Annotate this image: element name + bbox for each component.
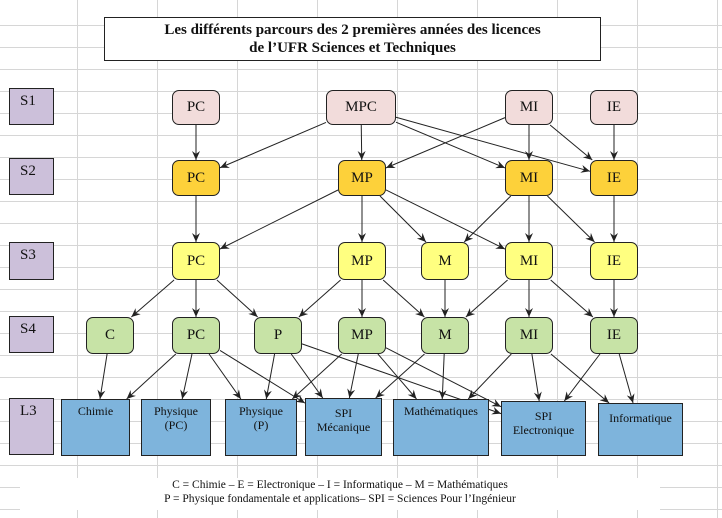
node-s1-mpc: MPC	[326, 90, 396, 125]
arrow-s2_mp-to-s3_pc	[219, 189, 339, 250]
arrow-s1_mpc-to-s2_pc	[219, 121, 327, 169]
node-s4-mi: MI	[505, 317, 553, 354]
diagram-title: Les différents parcours des 2 premières …	[104, 17, 601, 61]
node-s1-pc: PC	[172, 90, 220, 125]
licence-label-line: Electronique	[512, 423, 575, 437]
node-s4-m: M	[421, 317, 469, 354]
licence-label-line: Physique	[238, 404, 283, 418]
node-s2-mp: MP	[338, 160, 386, 196]
arrow-s4_pc-to-phys_pc	[180, 353, 193, 400]
arrow-s4_mi-to-maths	[467, 353, 512, 400]
arrow-s3_mi-to-s4_m	[465, 279, 508, 318]
node-s2-mi: MI	[505, 160, 553, 196]
node-s1-mi: MI	[505, 90, 553, 125]
arrow-s3_mp-to-s4_m	[382, 279, 425, 318]
arrow-s4_mp-to-phys_p	[291, 353, 343, 400]
title-line-2: de l’UFR Sciences et Techniques	[249, 40, 456, 56]
arrow-s2_mp-to-s3_mi	[385, 189, 506, 250]
arrow-s2_mi-to-s3_m	[463, 195, 512, 243]
licence-label-line: (PC)	[164, 418, 188, 432]
licence-chimie: Chimie	[61, 399, 130, 456]
arrow-s4_p-to-phys_p	[263, 353, 276, 400]
arrow-s1_mi-to-s2_ie	[549, 124, 593, 161]
node-s4-mp: MP	[338, 317, 386, 354]
arrow-s3_mi-to-s4_ie	[550, 279, 594, 318]
licence-label-line: Chimie	[77, 404, 114, 418]
licence-maths: Mathématiques	[393, 399, 489, 456]
node-s3-m: M	[421, 242, 469, 280]
semester-s1: S1	[9, 88, 54, 125]
arrow-s1_mpc-to-s2_mi	[395, 121, 506, 169]
arrow-s4_m-to-maths	[438, 353, 447, 400]
semester-s2: S2	[9, 158, 54, 195]
node-s2-ie: IE	[590, 160, 638, 196]
arrow-s4_mp-to-maths	[377, 353, 417, 400]
node-s3-pc: PC	[172, 242, 220, 280]
node-s3-ie: IE	[590, 242, 638, 280]
arrow-s1_mpc-to-s2_ie	[395, 116, 591, 173]
arrow-s2_mi-to-s3_ie	[547, 195, 595, 243]
legend-line-1: C = Chimie – E = Electronique – I = Info…	[172, 479, 508, 491]
licence-info: Informatique	[598, 403, 683, 456]
arrow-s3_mp-to-s4_p	[298, 279, 341, 318]
arrow-s4_ie-to-info	[618, 353, 635, 404]
legend: C = Chimie – E = Electronique – I = Info…	[20, 478, 660, 510]
arrow-s4_pc-to-phys_p	[208, 353, 242, 400]
arrow-s2_mp-to-s3_m	[379, 195, 427, 243]
arrow-s4_pc-to-chimie	[126, 353, 177, 400]
licence-phys-pc: Physique(PC)	[141, 399, 211, 456]
licence-phys-p: Physique(P)	[225, 399, 297, 456]
licence-label-line: Mécanique	[316, 420, 371, 434]
node-s1-ie: IE	[590, 90, 638, 125]
arrow-s4_pc-to-spi_meca	[219, 349, 306, 404]
arrow-s3_pc-to-s4_p	[216, 279, 258, 318]
arrow-s4_p-to-spi_meca	[290, 353, 324, 399]
node-s4-p: P	[254, 317, 302, 354]
title-line-1: Les différents parcours des 2 premières …	[164, 22, 541, 38]
arrow-s3_pc-to-s4_c	[131, 279, 175, 318]
node-s4-pc: PC	[172, 317, 220, 354]
node-s4-c: C	[86, 317, 134, 354]
licence-label-line: SPI	[534, 409, 553, 423]
licence-label-line: Physique	[153, 404, 198, 418]
semester-s4: S4	[9, 316, 54, 353]
arrow-s1_mi-to-s2_mp	[385, 117, 506, 169]
node-s3-mi: MI	[505, 242, 553, 280]
semester-s3: S3	[9, 242, 54, 280]
node-s3-mp: MP	[338, 242, 386, 280]
arrow-s4_mp-to-spi_meca	[347, 353, 359, 399]
legend-line-2: P = Physique fondamentale et application…	[164, 493, 516, 505]
licence-label-line: Informatique	[609, 411, 672, 425]
arrow-s4_ie-to-spi_elec	[563, 353, 601, 402]
arrow-s4_mi-to-spi_elec	[531, 353, 542, 402]
licence-label-line: SPI	[334, 406, 353, 420]
arrow-s4_c-to-chimie	[97, 353, 108, 400]
semester-l3: L3	[9, 398, 54, 455]
arrow-s4_m-to-spi_meca	[375, 353, 425, 399]
node-s4-ie: IE	[590, 317, 638, 354]
licence-label-line: (P)	[253, 418, 269, 432]
arrow-s4_mi-to-info	[550, 353, 610, 404]
node-s2-pc: PC	[172, 160, 220, 196]
licence-label-line: Mathématiques	[404, 404, 478, 418]
